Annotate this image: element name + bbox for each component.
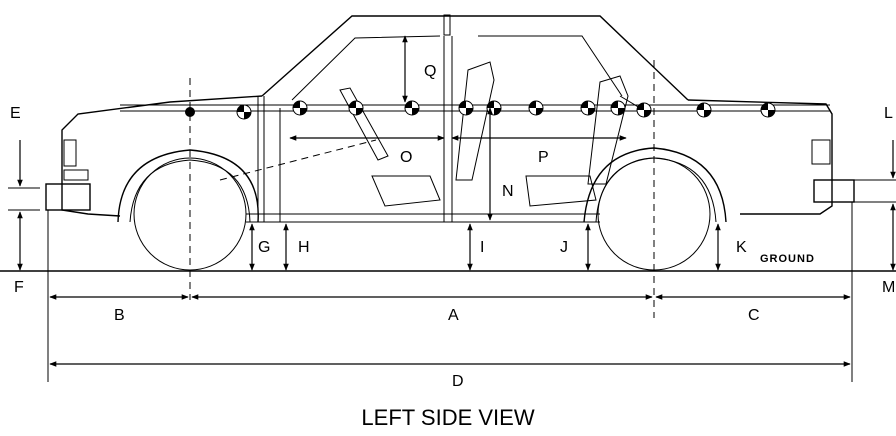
- rear-wheel: [583, 147, 727, 271]
- measurement-point: [236, 104, 252, 120]
- label-j: J: [560, 239, 568, 256]
- label-q: Q: [424, 63, 436, 80]
- measurement-point: [696, 102, 712, 118]
- measurement-point: [292, 100, 308, 116]
- measurement-point: [528, 100, 544, 116]
- measurement-point: [760, 102, 776, 118]
- label-a: A: [448, 307, 459, 324]
- label-l: L: [884, 105, 893, 122]
- car-body-outline: [45, 14, 896, 223]
- measurement-point: [486, 100, 502, 116]
- label-c: C: [748, 307, 760, 324]
- label-k: K: [736, 239, 747, 256]
- label-g: G: [258, 239, 270, 256]
- label-f: F: [14, 279, 24, 296]
- label-o: O: [400, 149, 412, 166]
- label-d: D: [452, 373, 464, 390]
- label-b: B: [114, 307, 125, 324]
- measurement-point: [185, 107, 195, 117]
- measurement-point: [636, 102, 652, 118]
- measurement-points: [185, 100, 776, 120]
- front-wheel: [117, 149, 259, 271]
- label-m: M: [882, 279, 895, 296]
- label-i: I: [480, 239, 484, 256]
- label-p: P: [538, 149, 549, 166]
- label-n: N: [502, 183, 514, 200]
- measurement-point: [580, 100, 596, 116]
- measurement-point: [404, 100, 420, 116]
- measurement-point: [610, 100, 626, 116]
- measurement-point: [348, 100, 364, 116]
- label-h: H: [298, 239, 310, 256]
- label-e: E: [10, 105, 21, 122]
- measurement-point: [458, 100, 474, 116]
- interior-seats: [219, 61, 629, 207]
- ground-label: GROUND: [760, 253, 815, 265]
- diagram-caption: LEFT SIDE VIEW: [361, 405, 534, 430]
